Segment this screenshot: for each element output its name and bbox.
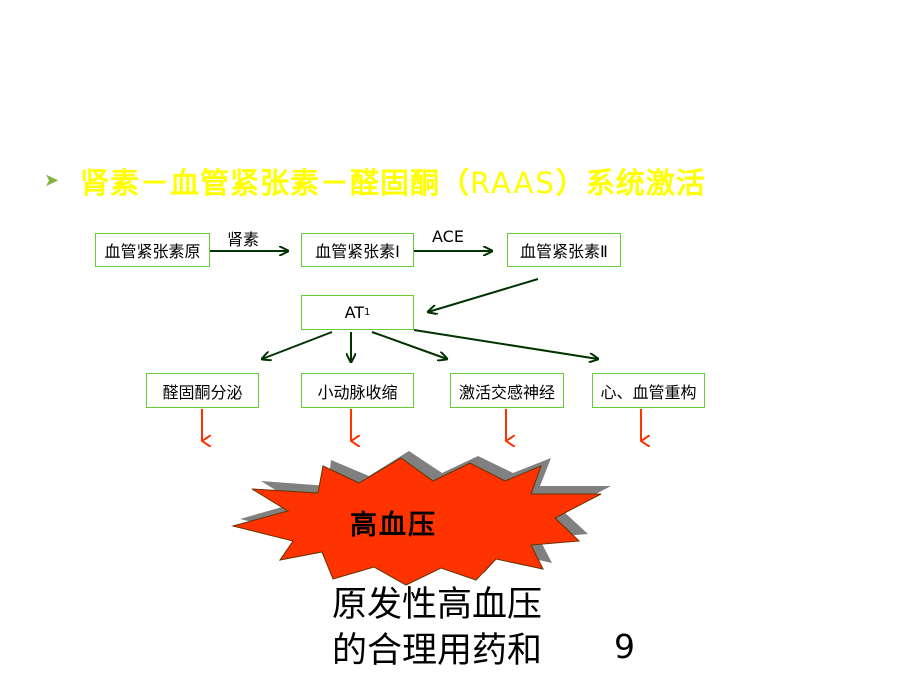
edge-label-renin: 肾素 [227, 230, 260, 249]
edge-label-ace: ACE [432, 227, 464, 246]
arrow-ang2-to-at1 [428, 278, 539, 312]
bullet-arrow-icon: ➤ [44, 170, 60, 191]
node-angiotensin-2: 血管紧张素Ⅱ [507, 233, 621, 267]
node-angiotensin-1: 血管紧张素Ⅰ [301, 233, 414, 267]
arrow-at1-to-aldosterone [262, 331, 333, 359]
node-sympathetic: 激活交感神经 [450, 373, 564, 408]
node-angiotensin-2-label: 血管紧张素Ⅱ [520, 242, 608, 261]
node-vasoconstriction-label: 小动脉收缩 [317, 382, 398, 402]
node-at1-subscript: 1 [364, 307, 371, 318]
arrow-at1-to-sympathetic [371, 331, 447, 359]
node-angiotensinogen-label: 血管紧张素原 [104, 242, 201, 261]
arrow-at1-to-remodeling [413, 329, 598, 359]
node-angiotensinogen: 血管紧张素原 [95, 233, 210, 267]
node-sympathetic-label: 激活交感神经 [458, 382, 555, 402]
node-remodeling: 心、血管重构 [592, 373, 705, 408]
outcome-label: 高血压 [350, 510, 437, 541]
footer-title: 原发性高血压 的合理用药和 [332, 582, 542, 674]
node-at1-label: AT [344, 303, 365, 322]
page-number: 9 [614, 627, 635, 666]
burst-shape [231, 457, 602, 586]
footer-line-2: 的合理用药和 [332, 631, 543, 671]
footer-line-1: 原发性高血压 [332, 585, 543, 625]
heading-raas: RAAS [470, 166, 556, 200]
node-angiotensin-1-label: 血管紧张素Ⅰ [315, 242, 400, 261]
node-aldosterone: 醛固酮分泌 [146, 373, 259, 408]
heading-part-1: 肾素－血管紧张素－醛固酮（ [80, 166, 471, 200]
slide-heading: 肾素－血管紧张素－醛固酮（RAAS）系统激活 [80, 160, 706, 202]
node-vasoconstriction: 小动脉收缩 [301, 373, 414, 408]
node-aldosterone-label: 醛固酮分泌 [162, 382, 243, 402]
heading-part-2: ）系统激活 [555, 166, 706, 200]
node-remodeling-label: 心、血管重构 [600, 382, 697, 402]
